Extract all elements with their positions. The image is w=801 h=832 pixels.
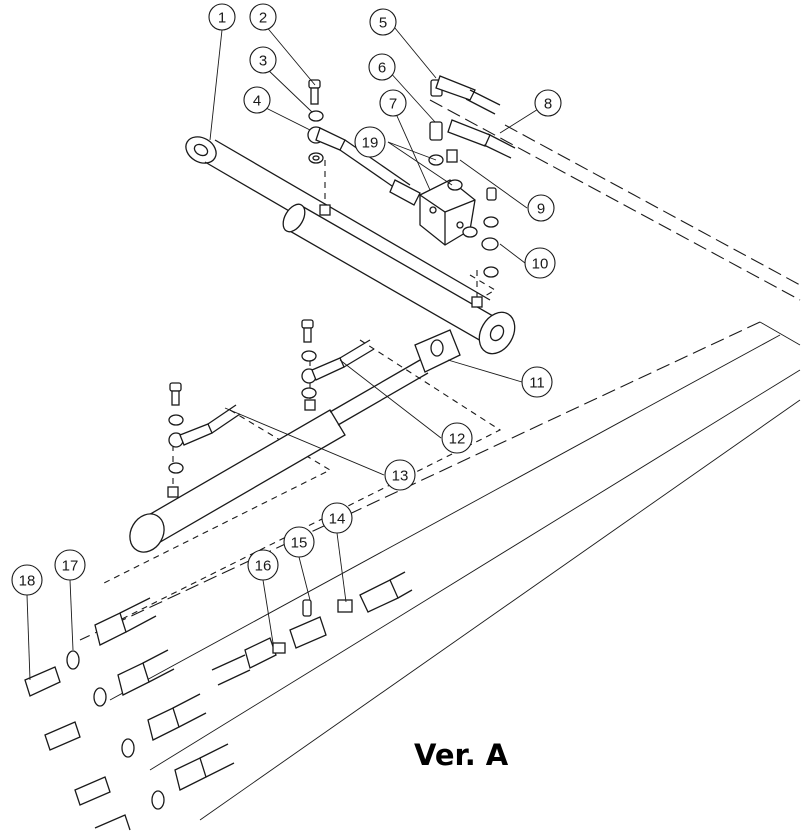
callout-18: 18 xyxy=(11,564,43,596)
lower-hoses xyxy=(168,319,375,474)
callout-16: 16 xyxy=(247,549,279,581)
upper-cylinder xyxy=(185,136,516,355)
callout-13: 13 xyxy=(384,459,416,491)
callout-14-label: 14 xyxy=(329,511,346,528)
callout-2: 2 xyxy=(249,3,277,31)
callout-15-label: 15 xyxy=(291,535,308,552)
callout-9: 9 xyxy=(527,194,555,222)
callout-4-label: 4 xyxy=(253,93,261,110)
callout-6-label: 6 xyxy=(378,60,386,77)
callout-1-label: 1 xyxy=(218,10,226,27)
callout-7-label: 7 xyxy=(389,96,397,113)
callout-11: 11 xyxy=(521,366,553,398)
callout-19-label: 19 xyxy=(362,135,379,152)
leader-lines xyxy=(26,21,544,681)
callout-14: 14 xyxy=(321,502,353,534)
hose-routing-lines xyxy=(79,99,801,821)
callout-18-label: 18 xyxy=(19,573,36,590)
callout-13-label: 13 xyxy=(392,468,409,485)
callout-6: 6 xyxy=(368,53,396,81)
callout-2-label: 2 xyxy=(259,10,267,27)
callout-12: 12 xyxy=(441,422,473,454)
valve-fittings xyxy=(428,75,516,278)
callout-9-label: 9 xyxy=(537,201,545,218)
callout-7: 7 xyxy=(379,89,407,117)
lower-cylinder xyxy=(129,329,461,553)
callout-12-label: 12 xyxy=(449,431,466,448)
callout-3-label: 3 xyxy=(259,53,267,70)
callout-8-label: 8 xyxy=(544,96,552,113)
callout-17: 17 xyxy=(54,549,86,581)
callout-8: 8 xyxy=(534,89,562,117)
callout-15: 15 xyxy=(283,526,315,558)
callout-3: 3 xyxy=(249,46,277,74)
callout-16-label: 16 xyxy=(255,558,272,575)
callout-1: 1 xyxy=(208,3,236,31)
valve-block xyxy=(419,179,478,246)
callout-17-label: 17 xyxy=(62,558,79,575)
bottom-hose-ends xyxy=(24,571,413,831)
callout-11-label: 11 xyxy=(529,375,545,392)
version-label: Ver. A xyxy=(414,738,509,772)
callout-10-label: 10 xyxy=(532,256,549,273)
callout-19: 19 xyxy=(354,126,386,158)
callout-5: 5 xyxy=(369,8,397,36)
callout-5-label: 5 xyxy=(379,15,387,32)
bolt-stack-upper xyxy=(308,79,324,164)
callout-4: 4 xyxy=(243,86,271,114)
callout-10: 10 xyxy=(524,247,556,279)
